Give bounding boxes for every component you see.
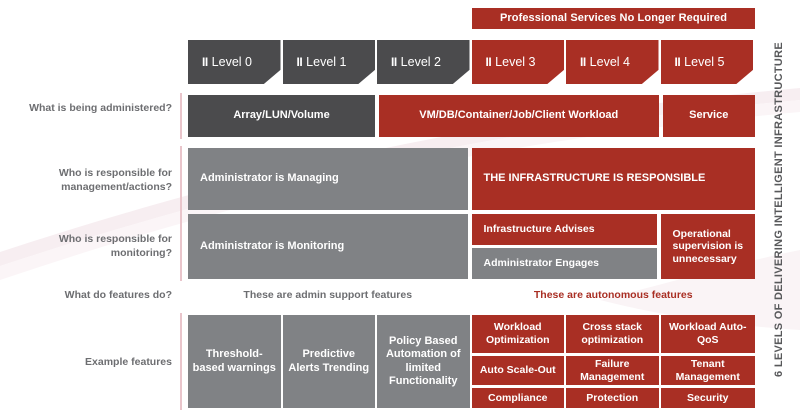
level-label-3: Level 3 (495, 54, 536, 69)
caption-autonomous-features: These are autonomous features (533, 289, 693, 301)
example-feature-col-1-item-0: Predictive Alerts Trending (282, 315, 375, 408)
side-vertical-title: 6 LEVELS OF DELIVERING INTELLIGENT INFRA… (764, 0, 794, 418)
cell-administered-1: VM/DB/Container/Job/Client Workload (379, 95, 659, 137)
level-chip-0[interactable]: II Level 0 (188, 40, 281, 84)
cell-monitoring-infrastructure-advises: Infrastructure Advises (471, 214, 657, 245)
example-feature-col-4-item-1: Failure Management (566, 356, 659, 385)
cell-monitoring-0: Administrator is Monitoring (188, 214, 468, 279)
example-feature-col-4-item-0: Cross stack optimization (566, 315, 659, 353)
level-bars-icon-0: II (202, 54, 208, 69)
level-chip-1[interactable]: II Level 1 (282, 40, 375, 84)
level-bars-icon-1: II (296, 54, 303, 69)
cell-management-1: THE INFRASTRUCTURE IS RESPONSIBLE (471, 148, 755, 210)
level-label-0: Level 0 (211, 54, 252, 69)
level-bars-icon-3: II (485, 54, 492, 69)
example-feature-col-3-item-2: Compliance (471, 388, 564, 408)
row-label-administered: What is being administered? (29, 102, 172, 114)
cell-monitoring-administrator-engages: Administrator Engages (471, 248, 657, 279)
row-label-features-do: What do features do? (64, 289, 172, 301)
level-chip-3[interactable]: II Level 3 (471, 40, 564, 84)
divider-row-examples (180, 313, 182, 410)
level-label-2: Level 2 (400, 54, 441, 69)
example-feature-col-3-item-0: Workload Optimization (471, 315, 564, 353)
level-label-4: Level 4 (589, 54, 630, 69)
level-bars-icon-4: II (580, 54, 586, 69)
level-chip-4[interactable]: II Level 4 (566, 40, 659, 84)
example-feature-col-5-item-1: Tenant Management (660, 356, 755, 385)
divider-row-management (180, 146, 182, 212)
example-feature-col-0-item-0: Threshold-based warnings (188, 315, 281, 408)
level-chip-2[interactable]: II Level 2 (377, 40, 470, 84)
level-label-1: Level 1 (306, 54, 347, 69)
divider-row-monitoring (180, 212, 182, 281)
example-feature-col-3-item-1: Auto Scale-Out (471, 356, 564, 385)
level-bars-icon-2: II (391, 54, 397, 69)
example-feature-col-5-item-2: Security (660, 388, 755, 408)
cell-monitoring-operational-supervision: Operational supervision is unnecessary (660, 214, 755, 279)
divider-row-administered (180, 93, 182, 139)
example-feature-col-5-item-0: Workload Auto-QoS (660, 315, 755, 353)
level-label-5: Level 5 (684, 54, 725, 69)
row-label-example-features: Example features (85, 356, 172, 368)
example-feature-col-2-item-0: Policy Based Automation of limited Funct… (377, 315, 470, 408)
level-chip-5[interactable]: II Level 5 (660, 40, 753, 84)
row-label-management: Who is responsible for management/action… (58, 167, 172, 194)
cell-management-0: Administrator is Managing (188, 148, 468, 210)
example-feature-col-4-item-2: Protection (566, 388, 659, 408)
cell-administered-2: Service (662, 95, 755, 137)
row-label-monitoring: Who is responsible for monitoring? (58, 233, 172, 260)
side-vertical-title-text: 6 LEVELS OF DELIVERING INTELLIGENT INFRA… (773, 41, 785, 377)
professional-services-banner: Professional Services No Longer Required (472, 8, 755, 29)
level-bars-icon-5: II (674, 54, 681, 69)
cell-administered-0: Array/LUN/Volume (188, 95, 375, 137)
caption-admin-support-features: These are admin support features (243, 289, 413, 301)
